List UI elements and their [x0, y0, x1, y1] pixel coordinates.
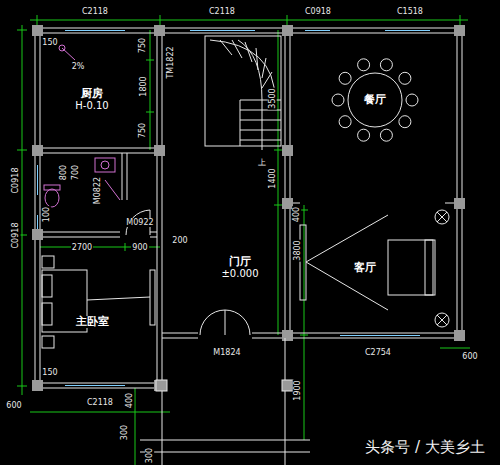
room-name: 客厅 [353, 262, 377, 274]
room-label-group: 厨房H-0.10 [74, 88, 109, 112]
dimension-label: 2% [71, 62, 86, 71]
windows [38, 31, 431, 386]
room-label-group: 客厅 [353, 262, 377, 274]
dimension-label: 400 [126, 391, 135, 408]
chair [399, 116, 411, 128]
room-name: 主卧室 [75, 316, 110, 328]
dining-chairs [332, 59, 418, 141]
room-name: 餐厅 [363, 94, 387, 106]
room-level: ±0.000 [220, 268, 259, 280]
room: 主卧室 [40, 237, 157, 383]
dimension-label: 300 [121, 423, 130, 440]
dimension-label: C1518 [396, 7, 424, 16]
dimension-label: 200 [171, 236, 188, 245]
dimension-label: 750 [139, 121, 148, 138]
dimension-label: 上 [257, 158, 267, 167]
room-level: H-0.10 [74, 100, 109, 112]
columns [32, 25, 465, 391]
dimension-label: M1824 [212, 348, 241, 357]
chair [358, 59, 370, 71]
dimension-lines [17, 15, 470, 465]
room-label-group: 门厅±0.000 [220, 256, 259, 280]
dimension-label: 3500 [267, 87, 276, 109]
room-name: 门厅 [228, 256, 252, 268]
chair [406, 94, 418, 106]
fixtures [44, 45, 120, 207]
room-label-group: 餐厅 [363, 94, 387, 106]
dimension-label: 1900 [292, 379, 301, 401]
dimension-label: 1400 [267, 167, 276, 189]
dimension-label: 150 [41, 38, 58, 47]
chair [380, 129, 392, 141]
chair [358, 129, 370, 141]
dimension-label: 3800 [292, 239, 301, 261]
room: 客厅 [290, 208, 457, 333]
walls [35, 28, 462, 388]
chair [339, 72, 351, 84]
dimension-label: C0918 [304, 7, 332, 16]
dimension-label: 800 [60, 163, 69, 180]
chair [339, 116, 351, 128]
dimension-label: 100 [43, 205, 52, 222]
dimension-label: M0922 [125, 218, 154, 227]
dimension-label: 900 [131, 243, 148, 252]
dimension-label: 400 [293, 205, 302, 222]
room-name: 厨房 [80, 88, 104, 100]
dimension-label: 700 [72, 163, 81, 180]
dimension-label: C0918 [11, 221, 20, 249]
dimension-label: 600 [5, 401, 22, 410]
chair [399, 72, 411, 84]
dimension-label: 600 [461, 352, 478, 361]
porch [140, 338, 310, 465]
stair [205, 36, 281, 150]
dimension-label: 750 [139, 36, 148, 53]
dimension-label: 150 [41, 368, 58, 377]
dimension-label: TM1822 [166, 45, 175, 79]
dimension-label: C2754 [364, 348, 392, 357]
dimension-label: C2118 [86, 398, 114, 407]
dimension-label: 1800 [138, 75, 147, 97]
dimension-label: C2118 [208, 7, 236, 16]
furniture [42, 73, 449, 348]
dimension-label: M0822 [93, 175, 102, 204]
room: 餐厅 [290, 33, 457, 203]
dimension-label: 2700 [71, 243, 93, 252]
room-label-group: 主卧室 [75, 316, 110, 328]
chair [380, 59, 392, 71]
watermark: 头条号 / 大美乡土 [364, 438, 486, 456]
dimension-label: C2118 [81, 7, 109, 16]
dimension-label: 300 [146, 446, 155, 463]
dimension-label: C0918 [11, 166, 20, 194]
chair [332, 94, 344, 106]
